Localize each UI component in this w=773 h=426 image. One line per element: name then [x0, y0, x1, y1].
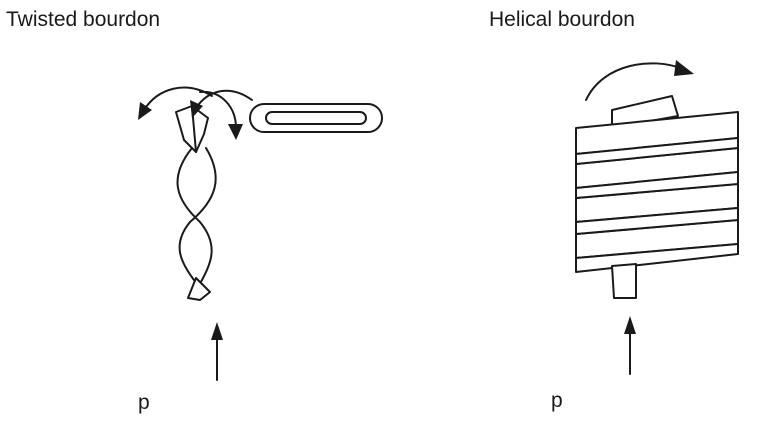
twisted-tube-strand-left: [176, 147, 213, 291]
twisted-bourdon-title: Twisted bourdon: [6, 8, 161, 31]
twisted-tube-bottom-end: [187, 277, 211, 301]
rotation-arrowhead-left: [138, 102, 152, 120]
rotation-arrowhead-right: [228, 124, 243, 140]
helical-connector-2: [575, 171, 739, 199]
pressure-arrowhead-left: [211, 322, 223, 340]
twisted-pressure-label: p: [138, 391, 150, 414]
helical-top-tip: [611, 95, 679, 129]
twisted-bourdon-figure: [138, 86, 383, 381]
helical-pressure-label: p: [551, 389, 563, 412]
tube-cross-section-inner: [265, 111, 367, 125]
helical-connector-3: [575, 207, 739, 235]
helical-rotation-arrowhead: [674, 60, 694, 76]
rotation-arrowhead-mid: [190, 100, 203, 118]
tube-cross-section-outer: [249, 103, 383, 133]
rotation-arrow-right: [199, 90, 237, 129]
rotation-arrow-mid: [195, 89, 253, 109]
helical-rotation-arrow: [585, 62, 681, 101]
twisted-tube-strand-right: [178, 147, 217, 291]
helical-inlet-stub: [611, 263, 637, 299]
helical-bourdon-title: Helical bourdon: [489, 8, 635, 31]
pressure-arrowhead-right: [624, 316, 636, 334]
helical-connector-1: [575, 137, 739, 165]
helical-bourdon-figure: [575, 60, 739, 375]
